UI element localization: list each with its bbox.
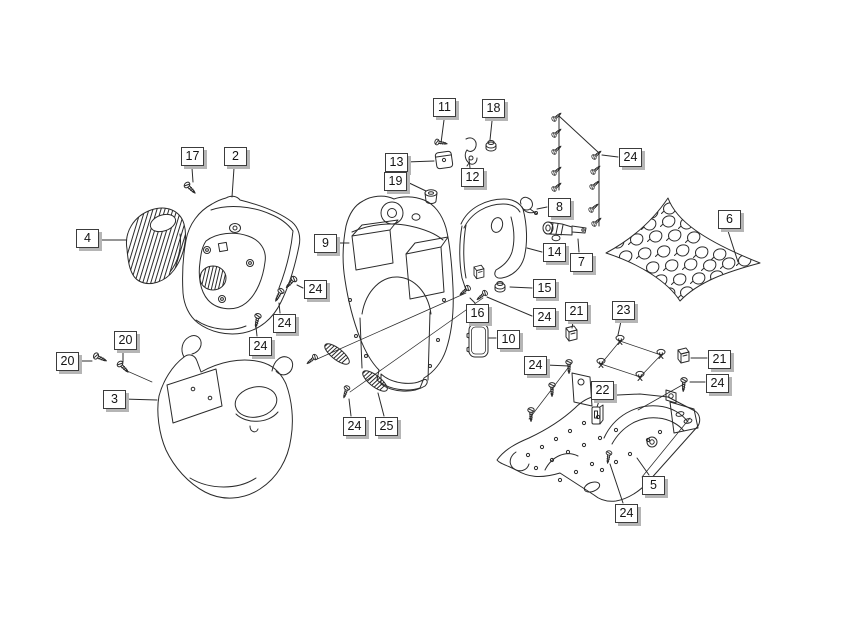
part-clip-21-right xyxy=(677,347,690,364)
part-label-19[interactable]: 19 xyxy=(384,172,407,191)
part-lock-set-7 xyxy=(542,221,587,242)
part-label-23[interactable]: 23 xyxy=(612,301,635,320)
part-label-24[interactable]: 24 xyxy=(304,280,327,299)
part-pads-25 xyxy=(321,340,388,392)
part-label-20[interactable]: 20 xyxy=(56,352,79,371)
part-label-4[interactable]: 4 xyxy=(76,229,99,248)
part-label-24[interactable]: 24 xyxy=(533,308,556,327)
part-label-11[interactable]: 11 xyxy=(433,98,456,117)
part-grommet-19 xyxy=(424,189,438,204)
part-frame-bracket-14 xyxy=(459,198,527,291)
part-label-14[interactable]: 14 xyxy=(543,243,566,262)
part-mat-6 xyxy=(605,197,761,302)
leader-lines xyxy=(77,119,739,504)
part-label-18[interactable]: 18 xyxy=(482,99,505,118)
part-clip-21-left xyxy=(565,325,578,342)
part-label-13[interactable]: 13 xyxy=(385,153,408,172)
part-label-24[interactable]: 24 xyxy=(524,356,547,375)
part-front-shield-3 xyxy=(157,335,294,499)
part-clip-22 xyxy=(591,404,604,425)
part-label-2[interactable]: 2 xyxy=(224,147,247,166)
part-label-8[interactable]: 8 xyxy=(548,198,571,217)
part-label-24[interactable]: 24 xyxy=(343,417,366,436)
part-label-12[interactable]: 12 xyxy=(461,168,484,187)
part-grommets-23 xyxy=(596,334,666,381)
part-label-5[interactable]: 5 xyxy=(642,476,665,495)
part-label-17[interactable]: 17 xyxy=(181,147,204,166)
part-label-22[interactable]: 22 xyxy=(591,381,614,400)
part-label-7[interactable]: 7 xyxy=(570,253,593,272)
part-inner-shield-9 xyxy=(342,195,454,392)
part-label-24[interactable]: 24 xyxy=(619,148,642,167)
part-label-24[interactable]: 24 xyxy=(249,337,272,356)
part-bracket-12 xyxy=(464,137,478,167)
part-lid-10 xyxy=(466,323,489,358)
part-clip-13 xyxy=(434,150,454,170)
part-floor-panel-5 xyxy=(496,372,701,502)
part-label-25[interactable]: 25 xyxy=(375,417,398,436)
part-nut-18 xyxy=(485,140,497,152)
panel-holes xyxy=(525,414,663,483)
part-label-21[interactable]: 21 xyxy=(565,302,588,321)
part-label-3[interactable]: 3 xyxy=(103,390,126,409)
part-label-24[interactable]: 24 xyxy=(706,374,729,393)
part-label-24[interactable]: 24 xyxy=(273,314,296,333)
part-label-20[interactable]: 20 xyxy=(114,331,137,350)
part-label-15[interactable]: 15 xyxy=(533,279,556,298)
part-label-9[interactable]: 9 xyxy=(314,234,337,253)
part-label-16[interactable]: 16 xyxy=(466,304,489,323)
part-front-cover-2 xyxy=(182,195,301,335)
pad-25-b xyxy=(359,367,388,392)
part-label-10[interactable]: 10 xyxy=(497,330,520,349)
part-label-24[interactable]: 24 xyxy=(615,504,638,523)
pad-25-a xyxy=(321,340,350,365)
part-label-21[interactable]: 21 xyxy=(708,350,731,369)
part-label-6[interactable]: 6 xyxy=(718,210,741,229)
part-hook-8 xyxy=(520,196,538,215)
screw-chain-24 xyxy=(550,110,604,228)
